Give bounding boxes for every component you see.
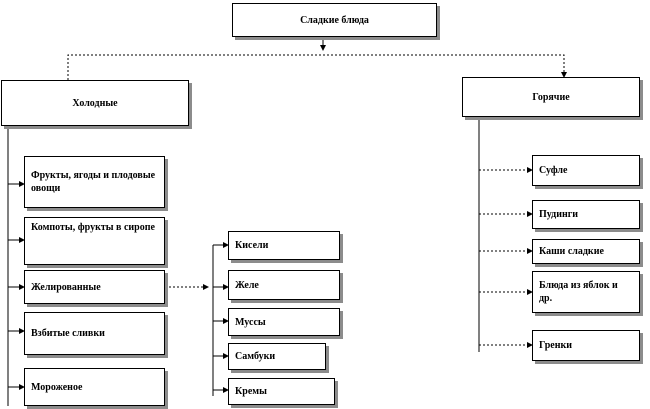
node-cold-label: Холодные [72, 97, 118, 109]
node-gelled-child-3-label: Муссы [235, 316, 266, 328]
node-hot-item-5: Гренки [532, 330, 640, 361]
node-cold-item-5: Мороженое [24, 368, 165, 406]
node-gelled-child-4-label: Самбуки [235, 351, 276, 362]
node-cold-item-3-label: Желированные [31, 281, 101, 293]
node-hot-item-1-label: Суфле [539, 165, 568, 176]
node-root: Сладкие блюда [232, 3, 437, 37]
node-hot-item-4: Блюда из яблок и др. [532, 271, 640, 313]
node-gelled-child-3: Муссы [228, 308, 340, 336]
node-hot-item-3-label: Каши сладкие [539, 246, 604, 257]
node-hot-item-2: Пудинги [532, 200, 640, 229]
node-gelled-child-2: Желе [228, 270, 340, 300]
node-gelled-child-4: Самбуки [228, 343, 326, 370]
node-root-label: Сладкие блюда [300, 14, 369, 26]
node-hot-label: Горячие [532, 91, 570, 103]
node-hot: Горячие [462, 77, 640, 117]
node-cold-item-2: Компоты, фрукты в сиропе [24, 217, 165, 265]
node-cold-item-4-label: Взбитые сливки [31, 328, 105, 339]
node-hot-item-3: Каши сладкие [532, 239, 640, 264]
node-gelled-child-5-label: Кремы [235, 386, 267, 397]
node-gelled-child-1-label: Кисели [235, 240, 269, 251]
connector-root-split [67, 54, 567, 80]
node-hot-item-2-label: Пудинги [539, 209, 579, 220]
node-cold-item-1: Фрукты, ягоды и плодовые овощи [24, 156, 165, 208]
node-hot-item-4-label: Блюда из яблок и др. [539, 280, 618, 304]
node-cold-item-5-label: Мороженое [31, 381, 83, 393]
node-gelled-child-2-label: Желе [235, 279, 259, 291]
node-cold: Холодные [1, 80, 189, 126]
node-cold-item-1-label: Фрукты, ягоды и плодовые овощи [31, 170, 156, 194]
node-hot-item-5-label: Гренки [539, 340, 573, 351]
node-cold-item-4: Взбитые сливки [24, 312, 165, 355]
node-gelled-child-5: Кремы [228, 378, 335, 405]
node-cold-item-3: Желированные [24, 270, 165, 304]
node-cold-item-2-label: Компоты, фрукты в сиропе [31, 222, 155, 233]
node-gelled-child-1: Кисели [228, 231, 340, 260]
node-hot-item-1: Суфле [532, 155, 640, 186]
